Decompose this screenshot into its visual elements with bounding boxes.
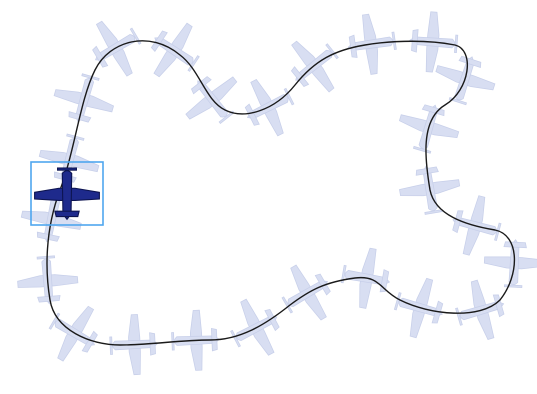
motion-path-canvas bbox=[0, 0, 537, 394]
